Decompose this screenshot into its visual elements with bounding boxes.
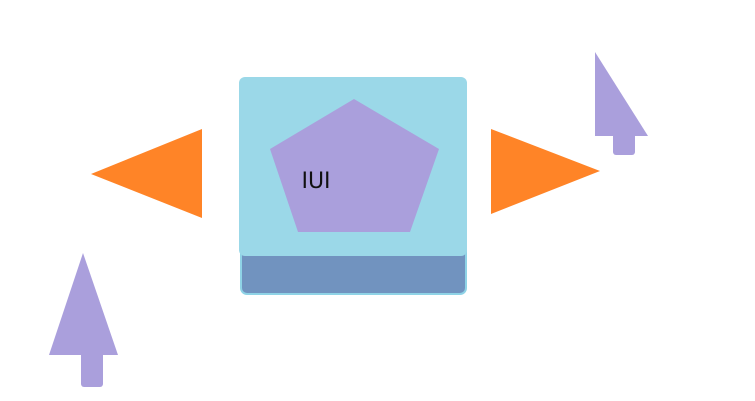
center-box[interactable]: IUI	[239, 77, 467, 295]
cursor-head	[49, 253, 118, 355]
center-label: IUI	[301, 169, 330, 194]
tilted-cursor-tail	[613, 132, 635, 155]
tilted-cursor-head	[595, 52, 648, 136]
right-arrow-icon[interactable]	[491, 129, 600, 214]
cursor-icon[interactable]	[49, 253, 118, 387]
pentagon-icon	[270, 99, 439, 232]
tilted-cursor-icon[interactable]	[595, 52, 648, 155]
cursor-tail	[81, 350, 103, 387]
left-arrow-icon[interactable]	[91, 129, 202, 218]
